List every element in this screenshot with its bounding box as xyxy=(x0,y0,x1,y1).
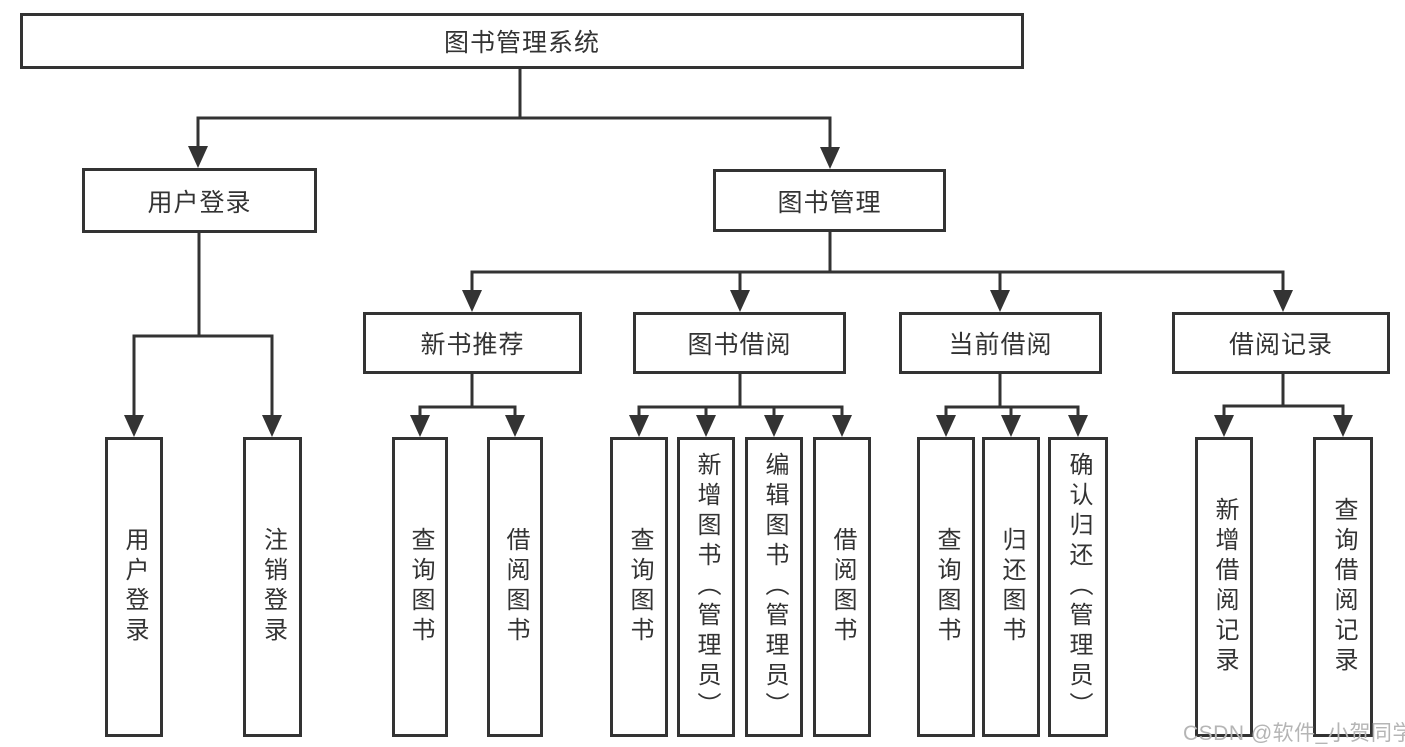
arrowhead xyxy=(1068,415,1088,437)
leaf-query-borrow-record: 查询借阅记录 xyxy=(1313,437,1373,737)
arrowhead xyxy=(188,146,208,168)
arrowhead xyxy=(936,415,956,437)
leaf-confirm-return-admin: 确认归还（管理员） xyxy=(1048,437,1108,737)
leaf-query-books-current: 查询图书 xyxy=(917,437,975,737)
edges-borrow-records xyxy=(1214,374,1353,437)
arrowhead xyxy=(1214,415,1234,437)
edges-new-book-recommend xyxy=(410,374,525,437)
arrowhead xyxy=(629,415,649,437)
edges-root xyxy=(188,69,840,169)
edges-user-login xyxy=(124,233,282,437)
arrowhead xyxy=(764,415,784,437)
arrowhead xyxy=(990,290,1010,312)
node-book-management: 图书管理 xyxy=(713,169,946,232)
edges-book-management xyxy=(462,232,1293,312)
leaf-query-books-recommend: 查询图书 xyxy=(392,437,448,737)
leaf-add-books-admin: 新增图书（管理员） xyxy=(677,437,735,737)
arrowhead xyxy=(124,415,144,437)
leaf-borrow-books-recommend: 借阅图书 xyxy=(487,437,543,737)
arrowhead xyxy=(730,290,750,312)
node-user-login: 用户登录 xyxy=(82,168,317,233)
arrowhead xyxy=(1273,290,1293,312)
arrowhead xyxy=(410,415,430,437)
edges-book-borrow xyxy=(629,374,852,437)
arrowhead xyxy=(262,415,282,437)
leaf-logout: 注销登录 xyxy=(243,437,302,737)
node-new-book-recommend: 新书推荐 xyxy=(363,312,582,374)
leaf-user-login: 用户登录 xyxy=(105,437,163,737)
leaf-borrow-books: 借阅图书 xyxy=(813,437,871,737)
arrowhead xyxy=(832,415,852,437)
arrowhead xyxy=(505,415,525,437)
leaf-edit-books-admin: 编辑图书（管理员） xyxy=(745,437,803,737)
leaf-add-borrow-record: 新增借阅记录 xyxy=(1195,437,1253,737)
arrowhead xyxy=(820,147,840,169)
arrowhead xyxy=(1333,415,1353,437)
node-borrow-records: 借阅记录 xyxy=(1172,312,1390,374)
edges-current-borrow xyxy=(936,374,1088,437)
csdn-watermark: CSDN @软件_小贺同学 xyxy=(1183,722,1405,745)
leaf-return-books: 归还图书 xyxy=(982,437,1040,737)
arrowhead xyxy=(696,415,716,437)
leaf-query-books-borrow: 查询图书 xyxy=(610,437,668,737)
node-current-borrow: 当前借阅 xyxy=(899,312,1102,374)
node-book-borrow: 图书借阅 xyxy=(633,312,846,374)
arrowhead xyxy=(1001,415,1021,437)
arrowhead xyxy=(462,290,482,312)
node-library-management-system: 图书管理系统 xyxy=(20,13,1024,69)
